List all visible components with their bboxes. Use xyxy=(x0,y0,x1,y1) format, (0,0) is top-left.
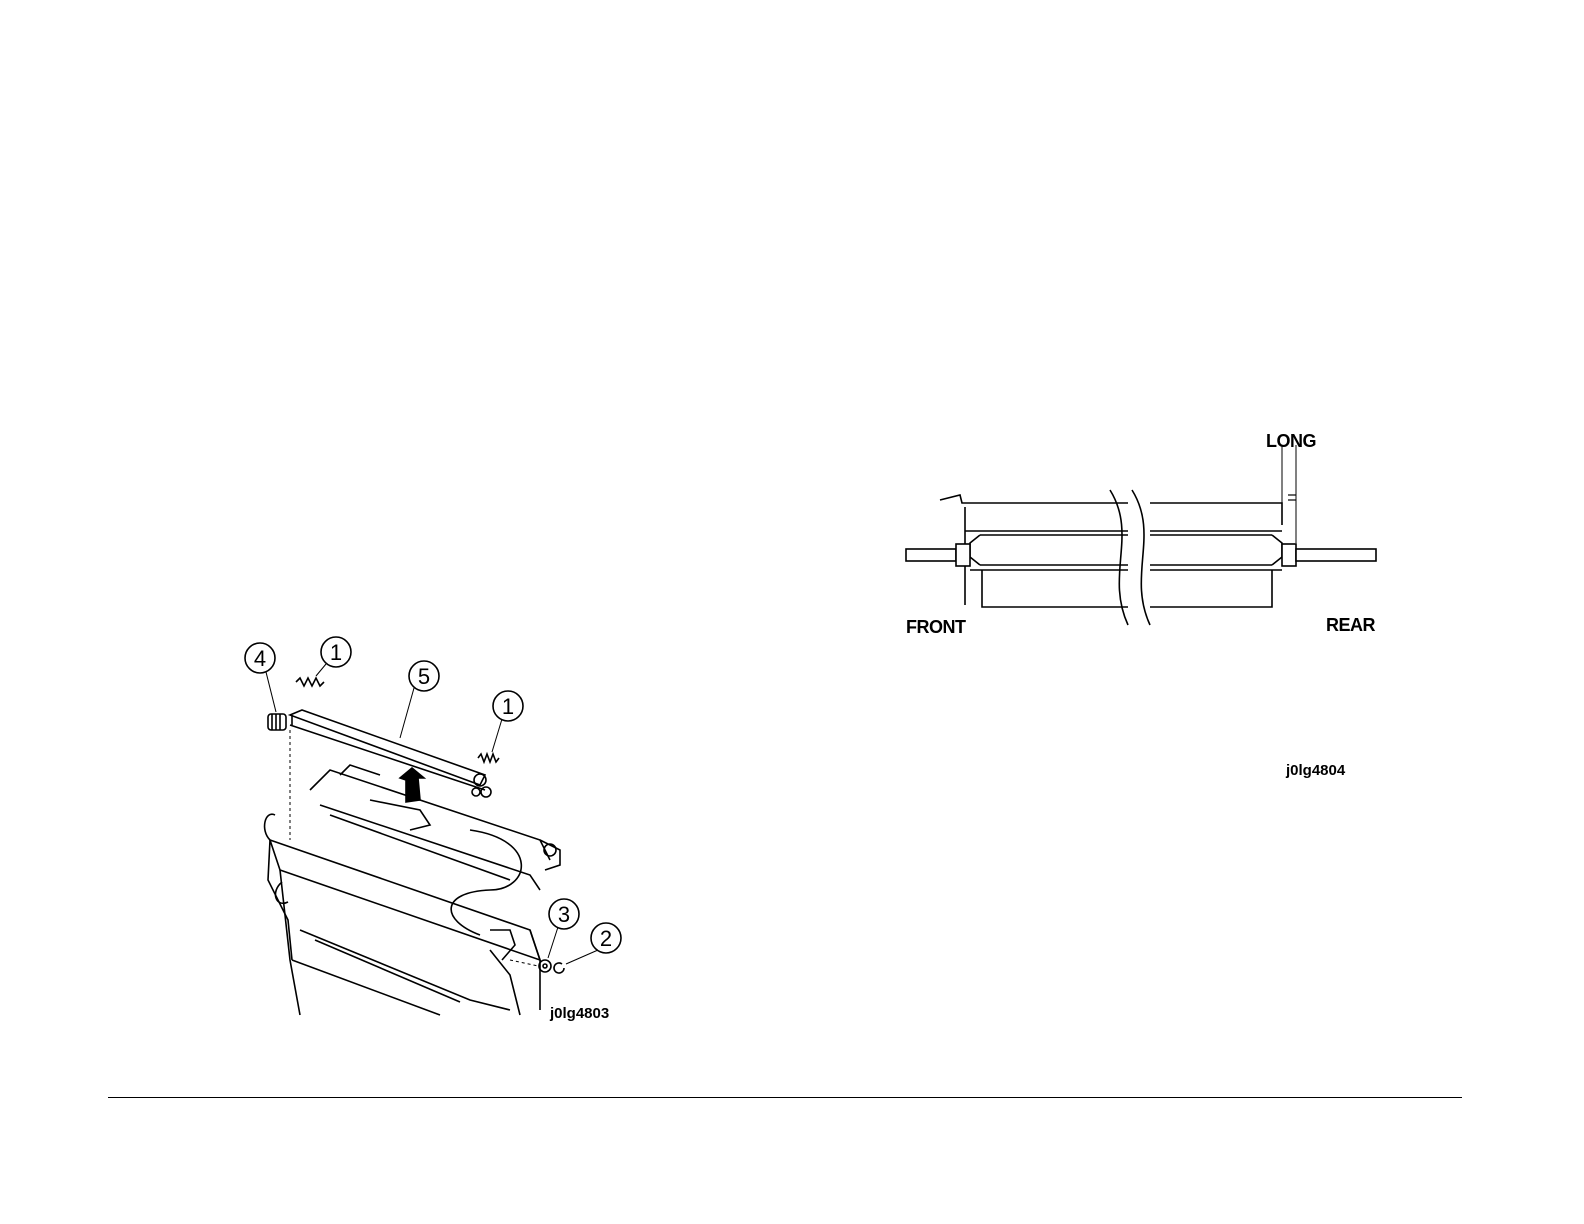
figure-id-left: j0lg4803 xyxy=(549,1005,609,1022)
roll-orientation-drawing: LONG FRONT REAR j0lg4804 xyxy=(900,425,1390,795)
exploded-view-figure: 4 1 5 1 3 2 j0lg4803 xyxy=(240,630,640,1030)
callout-3: 3 xyxy=(558,902,570,927)
front-label: FRONT xyxy=(906,617,966,637)
figure-id-right: j0lg4804 xyxy=(1285,762,1346,779)
up-arrow-icon xyxy=(400,768,424,802)
callout-4: 4 xyxy=(254,646,266,671)
roll-assembly xyxy=(290,710,491,797)
spring-part xyxy=(296,678,324,686)
callout-2: 2 xyxy=(600,926,612,951)
rear-label: REAR xyxy=(1326,615,1376,635)
callout-5: 5 xyxy=(418,664,430,689)
bearing-part xyxy=(268,714,290,840)
footer-divider xyxy=(108,1097,1462,1098)
exploded-view-drawing: 4 1 5 1 3 2 j0lg4803 xyxy=(240,630,640,1030)
callout-1-left: 1 xyxy=(330,640,342,665)
roll-orientation-figure: LONG FRONT REAR j0lg4804 xyxy=(900,425,1390,795)
bearing-and-clip-parts xyxy=(510,960,564,973)
roll-body xyxy=(906,445,1376,625)
spring-part xyxy=(478,754,499,762)
callout-1-right: 1 xyxy=(502,694,514,719)
long-label: LONG xyxy=(1266,431,1316,451)
machine-frame xyxy=(265,765,560,1015)
